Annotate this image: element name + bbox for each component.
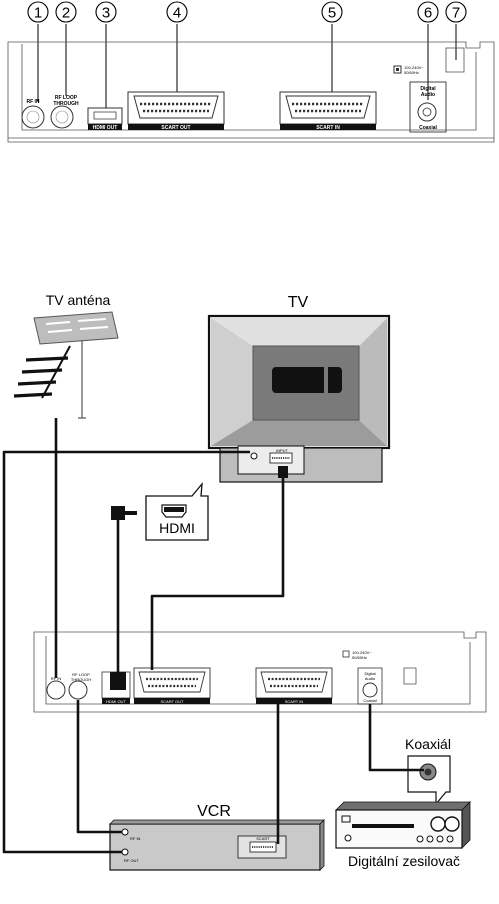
vcr-rf-in-label: RF IN	[130, 836, 141, 841]
rf-loop-label-2: THROUGH	[53, 101, 79, 107]
callout-1: 1	[27, 1, 49, 23]
svg-text:5: 5	[328, 5, 336, 22]
rx-scart-in-label: SCART IN	[285, 699, 304, 704]
callout-7: 7	[445, 1, 467, 23]
power-inlet	[445, 47, 465, 73]
rx-digital-label-1: Digital	[364, 671, 375, 676]
rx-hdmi-out-label: HDMI OUT	[106, 699, 126, 704]
callout-3: 3	[95, 1, 117, 23]
cable-rf-loop-vcr	[76, 700, 122, 834]
svg-text:3: 3	[102, 5, 110, 22]
tv-label: TV	[288, 294, 309, 311]
cables	[2, 418, 424, 854]
rf-loop-connector	[50, 105, 74, 129]
callout-6: 6	[417, 1, 439, 23]
tv-antenna-label: TV anténa	[46, 292, 111, 308]
scart-out-connector	[127, 91, 225, 125]
digital-amplifier: Digitální zesilovač	[335, 801, 471, 869]
amplifier-label: Digitální zesilovač	[348, 853, 460, 869]
power-label-2: 50/60Hz	[404, 70, 419, 75]
rear-panel-callouts: 1 2 3 4 5 6 7	[27, 1, 467, 108]
coax-callout: Koaxiál	[405, 736, 451, 806]
coax-label: Koaxiál	[405, 736, 451, 752]
rx-digital-label-2: Audio	[365, 676, 376, 681]
cable-coax-amplifier	[368, 704, 424, 772]
receiver-panel: RF IN RF LOOP THROUGH HDMI OUT SCART OUT…	[33, 631, 487, 713]
callout-2: 2	[55, 1, 77, 23]
power-symbol	[393, 65, 402, 74]
svg-text:2: 2	[62, 5, 70, 22]
cable-tv-scart	[150, 474, 285, 670]
vcr-rf-out-label: RF OUT	[124, 858, 139, 863]
rf-loop-label-1: RF LOOP	[55, 95, 78, 101]
svg-text:6: 6	[424, 5, 432, 22]
svg-text:7: 7	[452, 5, 460, 22]
scart-out-label: SCART OUT	[161, 125, 190, 131]
rf-in-label: RF IN	[26, 99, 39, 105]
power-label-1: 100-240V~	[404, 65, 424, 70]
callout-5: 5	[321, 1, 343, 23]
rx-coaxial-label: Coaxial	[363, 698, 376, 703]
hdmi-out-connector	[87, 107, 123, 125]
coaxial-label: Coaxial	[419, 125, 437, 131]
hdmi-callout: HDMI	[145, 482, 209, 541]
digital-audio-label-1: Digital	[420, 86, 436, 92]
vcr-label: VCR	[197, 803, 231, 820]
rear-panel-top: RF IN RF LOOP THROUGH HDMI OUT SCART OUT…	[7, 41, 495, 143]
rx-rf-loop-label-1: RF LOOP	[72, 672, 90, 677]
scart-in-label: SCART IN	[316, 125, 340, 131]
vcr-scart-label: SCART	[256, 836, 270, 841]
svg-text:4: 4	[173, 5, 181, 22]
coaxial-connector	[417, 102, 437, 122]
hdmi-out-label: HDMI OUT	[93, 125, 118, 131]
svg-text:1: 1	[34, 5, 42, 22]
tv-input-label: INPUT	[276, 448, 289, 453]
tv-set: TV INPUT	[207, 294, 391, 483]
callout-4: 4	[166, 1, 188, 23]
rf-in-connector	[21, 105, 45, 129]
scart-in-connector	[279, 91, 377, 125]
rx-power-label-1: 100-240V~	[352, 650, 372, 655]
tv-antenna: TV anténa	[13, 292, 119, 419]
vcr: VCR RF IN RF OUT SCART	[109, 803, 325, 871]
hdmi-label: HDMI	[159, 520, 195, 536]
cable-vcr-rf-out-tv	[2, 450, 250, 854]
digital-audio-label-2: Audio	[421, 92, 435, 98]
rx-scart-out-label: SCART OUT	[161, 699, 185, 704]
rx-power-label-2: 50/60Hz	[352, 655, 367, 660]
rx-rf-loop-label-2: THROUGH	[71, 677, 91, 682]
rx-rf-in-label: RF IN	[51, 676, 62, 681]
